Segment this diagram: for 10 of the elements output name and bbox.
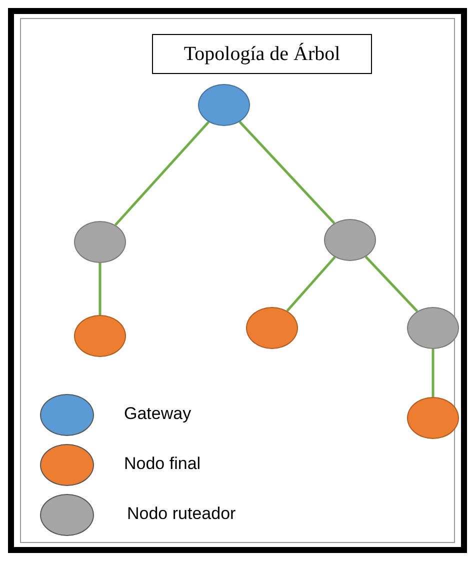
title-box: Topología de Árbol xyxy=(152,34,372,74)
legend-label: Nodo final xyxy=(124,454,201,474)
connector-line xyxy=(98,263,102,315)
connector-line xyxy=(286,256,336,312)
connector-line xyxy=(432,349,434,397)
legend-label: Gateway xyxy=(124,404,192,424)
connector-line xyxy=(364,256,418,312)
connector-line xyxy=(114,121,210,226)
connector-line xyxy=(238,120,336,224)
legend-label: Nodo ruteador xyxy=(127,504,236,524)
